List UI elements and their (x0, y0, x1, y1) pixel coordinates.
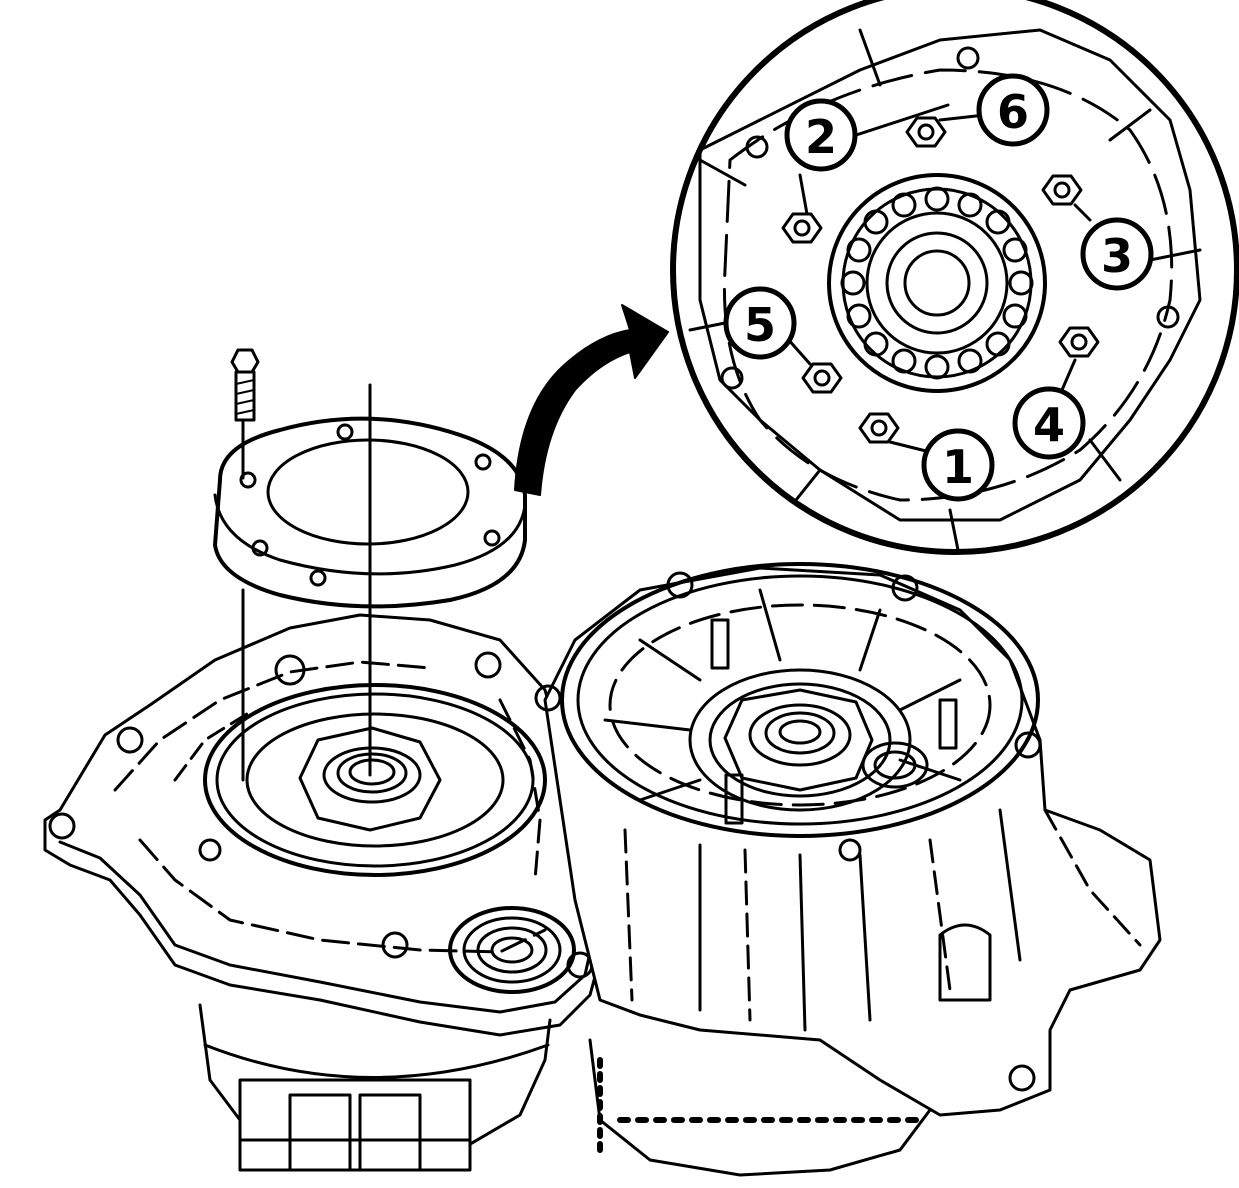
callout-label-1: 1 (942, 440, 974, 494)
transmission-case-left (43, 613, 607, 1172)
callout-label-5: 5 (744, 298, 776, 352)
detail-inset: 1 2 3 4 5 6 (670, 0, 1239, 555)
curved-arrow-icon (514, 304, 669, 496)
bearing-balls (840, 186, 1034, 380)
callout-label-2: 2 (805, 110, 837, 164)
callout-labels: 1 2 3 4 5 6 (744, 85, 1133, 494)
callout-label-3: 3 (1101, 229, 1133, 283)
hex-bolts (781, 116, 1100, 444)
transmission-case-right (534, 562, 1162, 1177)
alignment-lines (241, 383, 372, 782)
callout-label-4: 4 (1033, 398, 1065, 452)
callout-markers (723, 73, 1154, 502)
bolt (230, 348, 260, 480)
callout-label-6: 6 (997, 85, 1029, 139)
